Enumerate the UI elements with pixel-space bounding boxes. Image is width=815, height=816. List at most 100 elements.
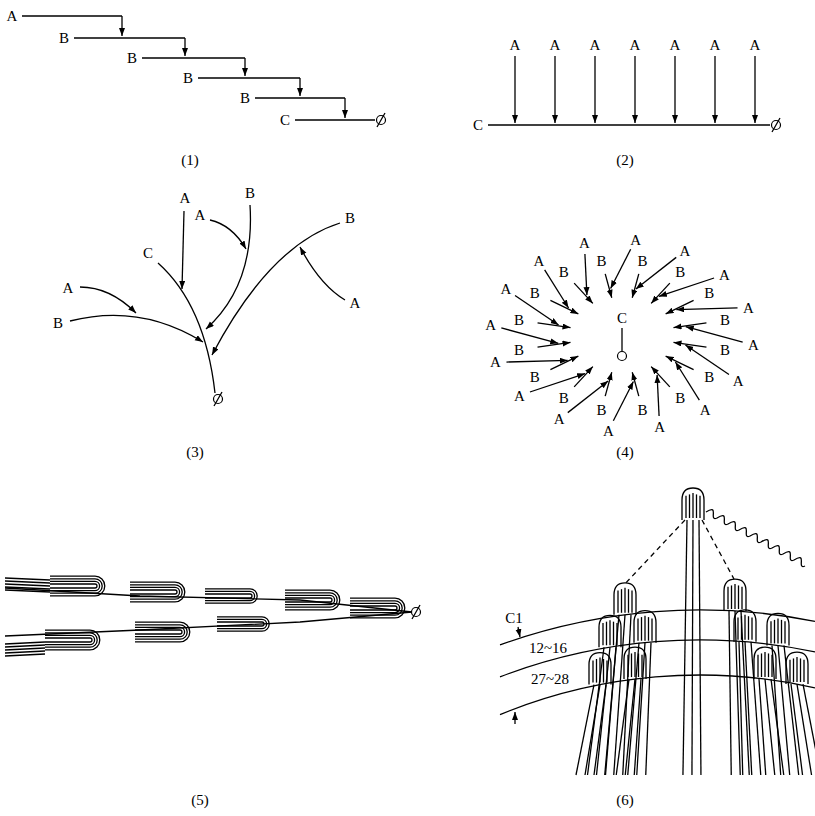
dendrite-tuft	[624, 647, 646, 679]
label: B	[720, 342, 730, 357]
terminal-loop	[205, 589, 257, 603]
label: A	[700, 402, 711, 417]
label: B	[530, 370, 540, 385]
tuft-hatch	[596, 659, 597, 683]
dendrite-tuft	[614, 583, 636, 615]
tuft-hatch	[793, 658, 794, 682]
tuft-hatch	[774, 620, 775, 644]
tuft-hatch	[616, 623, 617, 645]
label: A	[180, 191, 191, 206]
tuft-hatch	[609, 620, 610, 645]
fiber	[5, 651, 45, 653]
terminal-loop	[130, 582, 185, 602]
label: C	[617, 311, 627, 326]
tuft-hatch	[789, 660, 790, 682]
fiber	[5, 642, 45, 644]
arrow	[182, 211, 184, 289]
terminal-loop	[130, 585, 182, 599]
label: A	[590, 38, 601, 53]
label: A	[748, 337, 759, 352]
line	[74, 37, 185, 38]
stem	[625, 679, 635, 775]
curve	[210, 220, 246, 249]
label: B	[675, 391, 685, 406]
tuft-hatch	[627, 655, 628, 677]
stem	[735, 611, 740, 775]
panel-number: (1)	[181, 153, 199, 168]
arrow	[514, 712, 515, 724]
line	[22, 15, 122, 16]
label: A	[554, 412, 565, 427]
dendrite-tuft	[599, 615, 621, 647]
arrow	[657, 375, 659, 416]
stem	[729, 611, 731, 775]
label: B	[514, 342, 524, 357]
fiber	[5, 581, 50, 583]
tuft-hatch	[631, 591, 632, 613]
cell-line	[621, 328, 622, 351]
label: B	[596, 402, 606, 417]
tuft-hatch	[624, 588, 625, 613]
tuft-hatch	[641, 617, 642, 641]
label: B	[127, 51, 137, 66]
label: 12~16	[529, 641, 567, 656]
dendrite-tuft	[589, 653, 611, 685]
dendrite-tuft	[634, 611, 656, 643]
terminal-loop	[285, 593, 337, 607]
label: B	[53, 316, 63, 331]
terminal-loop	[130, 590, 177, 594]
arrow	[501, 328, 558, 343]
terminal-loop	[205, 594, 252, 598]
stem	[797, 684, 812, 775]
label: B	[559, 264, 569, 279]
tuft-hatch	[606, 622, 607, 646]
panel-number: (6)	[616, 793, 634, 808]
tuft-hatch	[638, 653, 639, 677]
terminal-loop	[350, 603, 400, 612]
arrow	[594, 56, 595, 123]
tuft-hatch	[741, 616, 742, 640]
label: A	[679, 243, 690, 258]
stem	[745, 642, 752, 775]
cell-body	[618, 352, 627, 361]
tuft-hatch	[692, 493, 693, 518]
tuft-hatch	[696, 494, 697, 518]
arrow	[754, 56, 755, 123]
tuft-hatch	[602, 623, 603, 645]
label: B	[720, 313, 730, 328]
label: A	[743, 300, 754, 315]
stem	[585, 685, 600, 775]
terminal-loop	[350, 601, 402, 615]
end-slash	[412, 605, 420, 619]
tuft-hatch	[738, 585, 739, 609]
curve	[80, 287, 136, 313]
line	[198, 77, 300, 78]
tuft-hatch	[637, 619, 638, 641]
label: A	[579, 236, 590, 251]
label: A	[750, 38, 761, 53]
terminal-loop	[50, 584, 97, 588]
label: B	[345, 211, 355, 226]
label: A	[550, 38, 561, 53]
arrow	[651, 367, 670, 387]
arrow	[538, 323, 571, 328]
arrow	[714, 56, 715, 123]
tuft-hatch	[781, 620, 782, 644]
arrow	[506, 360, 567, 362]
tuft-hatch	[685, 496, 686, 518]
tuft-hatch	[771, 655, 772, 677]
label: A	[195, 208, 206, 223]
label: A	[514, 388, 525, 403]
arrow	[121, 16, 122, 36]
terminal-loop	[217, 617, 269, 631]
arrow	[605, 372, 612, 396]
stem	[605, 615, 619, 775]
label: 27~28	[531, 672, 569, 687]
tuft-hatch	[803, 660, 804, 682]
terminal-loop	[135, 625, 187, 639]
tuft-hatch	[592, 660, 593, 682]
stem	[778, 645, 790, 775]
tuft-hatch	[748, 616, 749, 640]
label: B	[704, 285, 714, 300]
